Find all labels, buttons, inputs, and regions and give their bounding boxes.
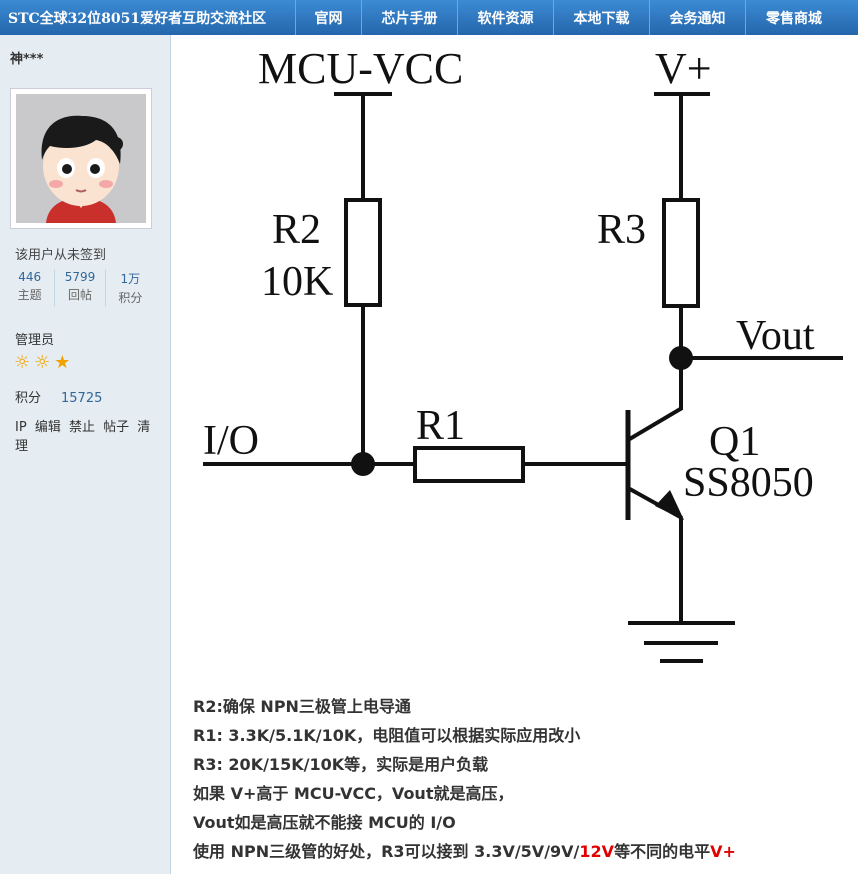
username[interactable]: 神*** — [10, 52, 44, 67]
sun-icon: ☼ — [34, 352, 51, 373]
note-line: R3: 20K/15K/10K等，实际是用户负载 — [193, 755, 489, 774]
note-line: R2:确保 NPN三极管上电导通 — [193, 697, 411, 716]
user-profile-sidebar: 神*** 该用户从未签到 446 主题 5799 回帖 1万 — [0, 35, 171, 874]
points-value: 15725 — [61, 391, 103, 406]
note-text: 等不同的电平 — [614, 842, 711, 861]
star-icon: ★ — [54, 352, 71, 373]
stat-replies-label: 回帖 — [67, 288, 92, 302]
avatar[interactable] — [10, 88, 152, 229]
nav-local-download[interactable]: 本地下载 — [554, 0, 650, 35]
cleanup-link[interactable]: 清理 — [15, 420, 151, 454]
nav-chip-manual[interactable]: 芯片手册 — [362, 0, 458, 35]
signin-status: 该用户从未签到 — [15, 248, 107, 263]
user-stats: 446 主题 5799 回帖 1万 积分 — [5, 270, 155, 306]
top-nav-bar: STC全球32位8051爱好者互助交流社区 官网 芯片手册 软件资源 本地下载 … — [0, 0, 858, 35]
ban-link[interactable]: 禁止 — [68, 420, 95, 435]
nav-retail-store[interactable]: 零售商城 — [766, 10, 822, 27]
stat-points-value: 1万 — [120, 272, 141, 286]
note-line: 使用 NPN三级管的好处，R3可以接到 3.3V/5V/9V/12V等不同的电平… — [193, 841, 736, 870]
points-row: 积分 15725 — [15, 387, 102, 406]
stat-replies-value: 5799 — [64, 270, 96, 284]
stat-replies[interactable]: 5799 回帖 — [55, 270, 106, 306]
highlight-vplus: V+ — [710, 842, 736, 861]
rank-stars: ☼ ☼ ★ — [14, 353, 70, 373]
stat-points-label: 积分 — [118, 291, 143, 305]
ip-link[interactable]: IP — [15, 420, 27, 435]
note-line: Vout如是高压就不能接 MCU的 I/O — [193, 813, 456, 832]
points-label: 积分 — [15, 391, 42, 406]
site-brand[interactable]: STC全球32位8051爱好者互助交流社区 — [0, 0, 296, 35]
stat-threads[interactable]: 446 主题 — [5, 270, 56, 306]
stat-threads-label: 主题 — [17, 288, 42, 302]
highlight-12v: 12V — [579, 842, 615, 861]
post-notes: R2:确保 NPN三极管上电导通 R1: 3.3K/5.1K/10K，电阻值可以… — [193, 696, 736, 870]
edit-link[interactable]: 编辑 — [34, 420, 61, 435]
note-line: 如果 V+高于 MCU-VCC，Vout就是高压， — [193, 784, 514, 803]
user-group[interactable]: 管理员 — [15, 333, 55, 348]
note-line: R1: 3.3K/5.1K/10K，电阻值可以根据实际应用改小 — [193, 726, 581, 745]
posts-link[interactable]: 帖子 — [103, 420, 130, 435]
admin-actions: IP 编辑 禁止 帖子 清理 — [15, 418, 155, 456]
avatar-illustration — [16, 94, 146, 223]
stat-threads-value: 446 — [18, 270, 42, 284]
nav-official-site[interactable]: 官网 — [296, 0, 362, 35]
nav-meeting-notice[interactable]: 会务通知 — [650, 0, 746, 35]
sun-icon: ☼ — [14, 352, 31, 373]
stat-points[interactable]: 1万 积分 — [106, 270, 155, 306]
nav-software[interactable]: 软件资源 — [458, 0, 554, 35]
note-text: 使用 NPN三级管的好处，R3可以接到 3.3V/5V/9V/ — [193, 842, 580, 861]
